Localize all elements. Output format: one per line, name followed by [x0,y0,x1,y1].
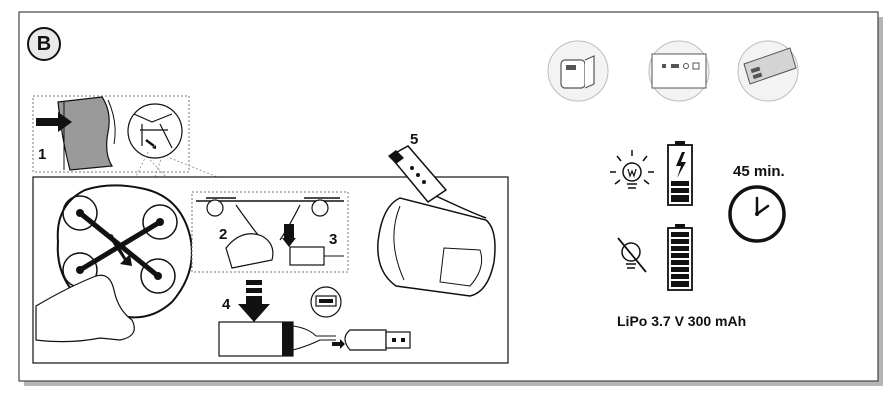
step-number-1: 1 [38,146,47,163]
computer-usb-port-icon [648,40,710,102]
charge-time: 45 min. [733,163,785,180]
step-number-4: 4 [222,296,231,313]
section-badge: B [27,27,61,61]
step-number-5: 5 [410,131,419,148]
light-off-icon [617,237,647,273]
usb-wall-adapter-icon [547,40,609,102]
step4-illustration [218,280,411,357]
step-number-3: 3 [329,231,338,248]
step-number-2: 2 [219,226,228,243]
battery-charging-icon [667,141,693,206]
clock-icon [728,185,786,243]
light-on-icon [610,150,654,189]
step1-illustration [32,95,190,173]
power-bank-icon [737,40,799,102]
drone-side-view [191,191,349,273]
battery-spec: LiPo 3.7 V 300 mAh [617,313,747,329]
battery-full-icon [667,224,693,291]
step5-illustration [377,145,496,297]
drone-top-view [35,184,193,343]
